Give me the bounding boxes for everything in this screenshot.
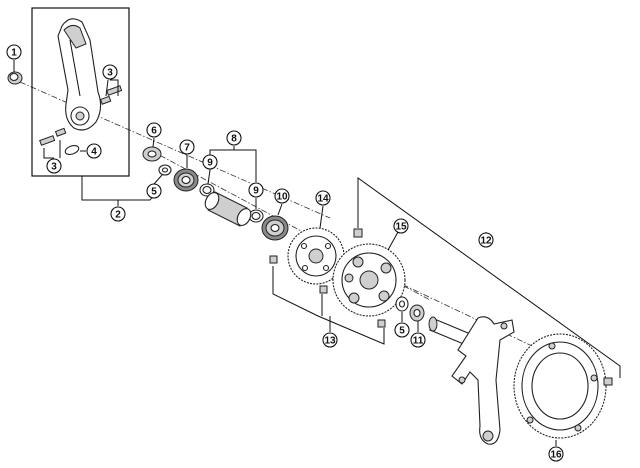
callout-11: 11 <box>410 332 426 348</box>
svg-text:3: 3 <box>107 68 113 79</box>
callout-12: 12 <box>478 232 494 248</box>
chainring-screw <box>603 377 613 386</box>
left-crank-arm <box>57 18 102 131</box>
chainring-nut <box>353 228 363 238</box>
left-adapter-cup <box>173 168 199 192</box>
outer-chainring <box>513 333 607 439</box>
inner-chainring <box>287 227 345 285</box>
svg-text:6: 6 <box>151 126 157 137</box>
callout-6: 6 <box>146 122 162 138</box>
callout-8: 8 <box>226 130 242 146</box>
right-adapter-cup <box>261 215 289 241</box>
callout-3-lower: 3 <box>46 158 62 174</box>
svg-text:10: 10 <box>276 192 288 203</box>
callout-14: 14 <box>315 190 331 206</box>
bottom-bracket-sleeve <box>204 191 252 227</box>
callout-13: 13 <box>322 332 338 348</box>
seal-ring-left <box>199 183 215 197</box>
callout-5-right: 5 <box>394 322 410 338</box>
callout-9-right: 9 <box>248 182 264 198</box>
small-washer-right <box>395 296 409 312</box>
callout-7: 7 <box>179 139 195 155</box>
svg-text:2: 2 <box>115 210 121 221</box>
svg-text:9: 9 <box>207 158 213 169</box>
callout-16: 16 <box>548 446 564 462</box>
callout-5-left: 5 <box>146 183 162 199</box>
crank-fixing-cap <box>7 71 23 85</box>
svg-text:13: 13 <box>324 336 336 347</box>
svg-text:7: 7 <box>184 143 190 154</box>
lock-nut <box>409 304 425 322</box>
svg-text:4: 4 <box>91 147 97 158</box>
callout-1: 1 <box>6 44 22 60</box>
svg-text:15: 15 <box>395 222 407 233</box>
svg-text:5: 5 <box>151 187 157 198</box>
right-crank-arm-with-spindle <box>428 316 515 445</box>
middle-chainring <box>332 243 406 317</box>
leader-lines <box>13 60 621 446</box>
svg-text:3: 3 <box>51 162 57 173</box>
svg-text:16: 16 <box>550 450 562 461</box>
callout-15: 15 <box>393 218 409 234</box>
chainring-bolts <box>269 255 386 328</box>
callout-9-left: 9 <box>202 154 218 170</box>
callout-2: 2 <box>110 206 126 222</box>
svg-text:12: 12 <box>480 236 492 247</box>
svg-text:11: 11 <box>413 336 424 347</box>
small-washer-left <box>158 164 172 176</box>
svg-text:1: 1 <box>11 48 17 59</box>
svg-text:8: 8 <box>231 134 237 145</box>
pinch-bolts-lower <box>39 127 67 146</box>
safety-plate <box>64 144 80 156</box>
callout-10: 10 <box>274 188 290 204</box>
svg-text:5: 5 <box>399 326 405 337</box>
callout-3-upper: 3 <box>102 64 118 80</box>
svg-text:9: 9 <box>253 186 259 197</box>
svg-text:14: 14 <box>317 194 329 205</box>
seal-ring-right <box>248 209 264 223</box>
spacer-washer <box>142 146 162 162</box>
left-crank-group-frame <box>31 7 130 177</box>
callout-4: 4 <box>86 143 102 159</box>
